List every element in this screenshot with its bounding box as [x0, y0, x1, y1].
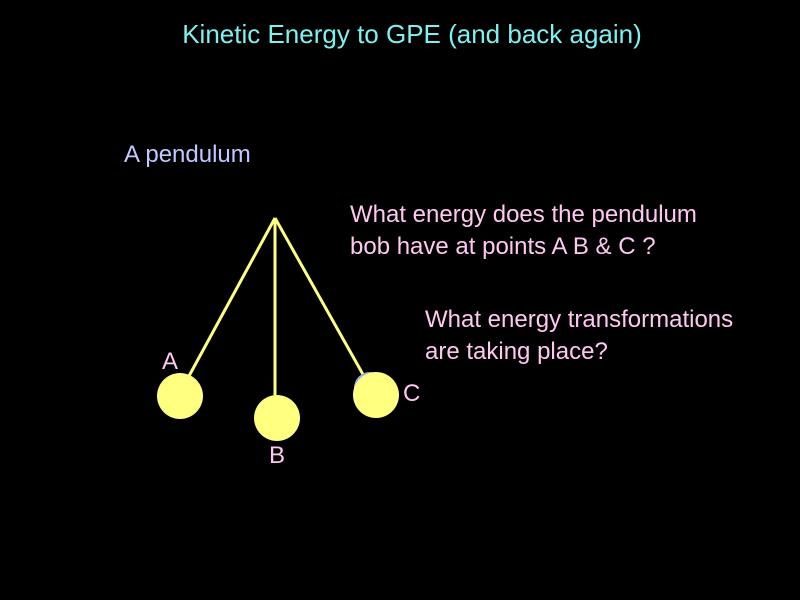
point-label-c: C	[403, 380, 421, 407]
pendulum-bob-b	[254, 395, 300, 441]
slide-title: Kinetic Energy to GPE (and back again)	[182, 19, 642, 49]
question-line: are taking place?	[425, 338, 608, 365]
question-energy-at-points: What energy does the pendulum bob have a…	[350, 199, 697, 263]
pendulum-caption: A pendulum	[124, 141, 251, 168]
pendulum-bob-c	[353, 372, 399, 418]
question-energy-transformations: What energy transformations are taking p…	[425, 304, 733, 368]
point-label-a: A	[162, 348, 179, 375]
question-line: What energy transformations	[425, 306, 734, 333]
point-label-b: B	[269, 442, 286, 469]
question-line: bob have at points A B & C ?	[350, 233, 656, 260]
question-line: What energy does the pendulum	[350, 201, 697, 228]
pendulum-bob-a	[157, 373, 203, 419]
pendulum-string-c	[273, 217, 367, 379]
pendulum-string-a	[187, 217, 277, 377]
